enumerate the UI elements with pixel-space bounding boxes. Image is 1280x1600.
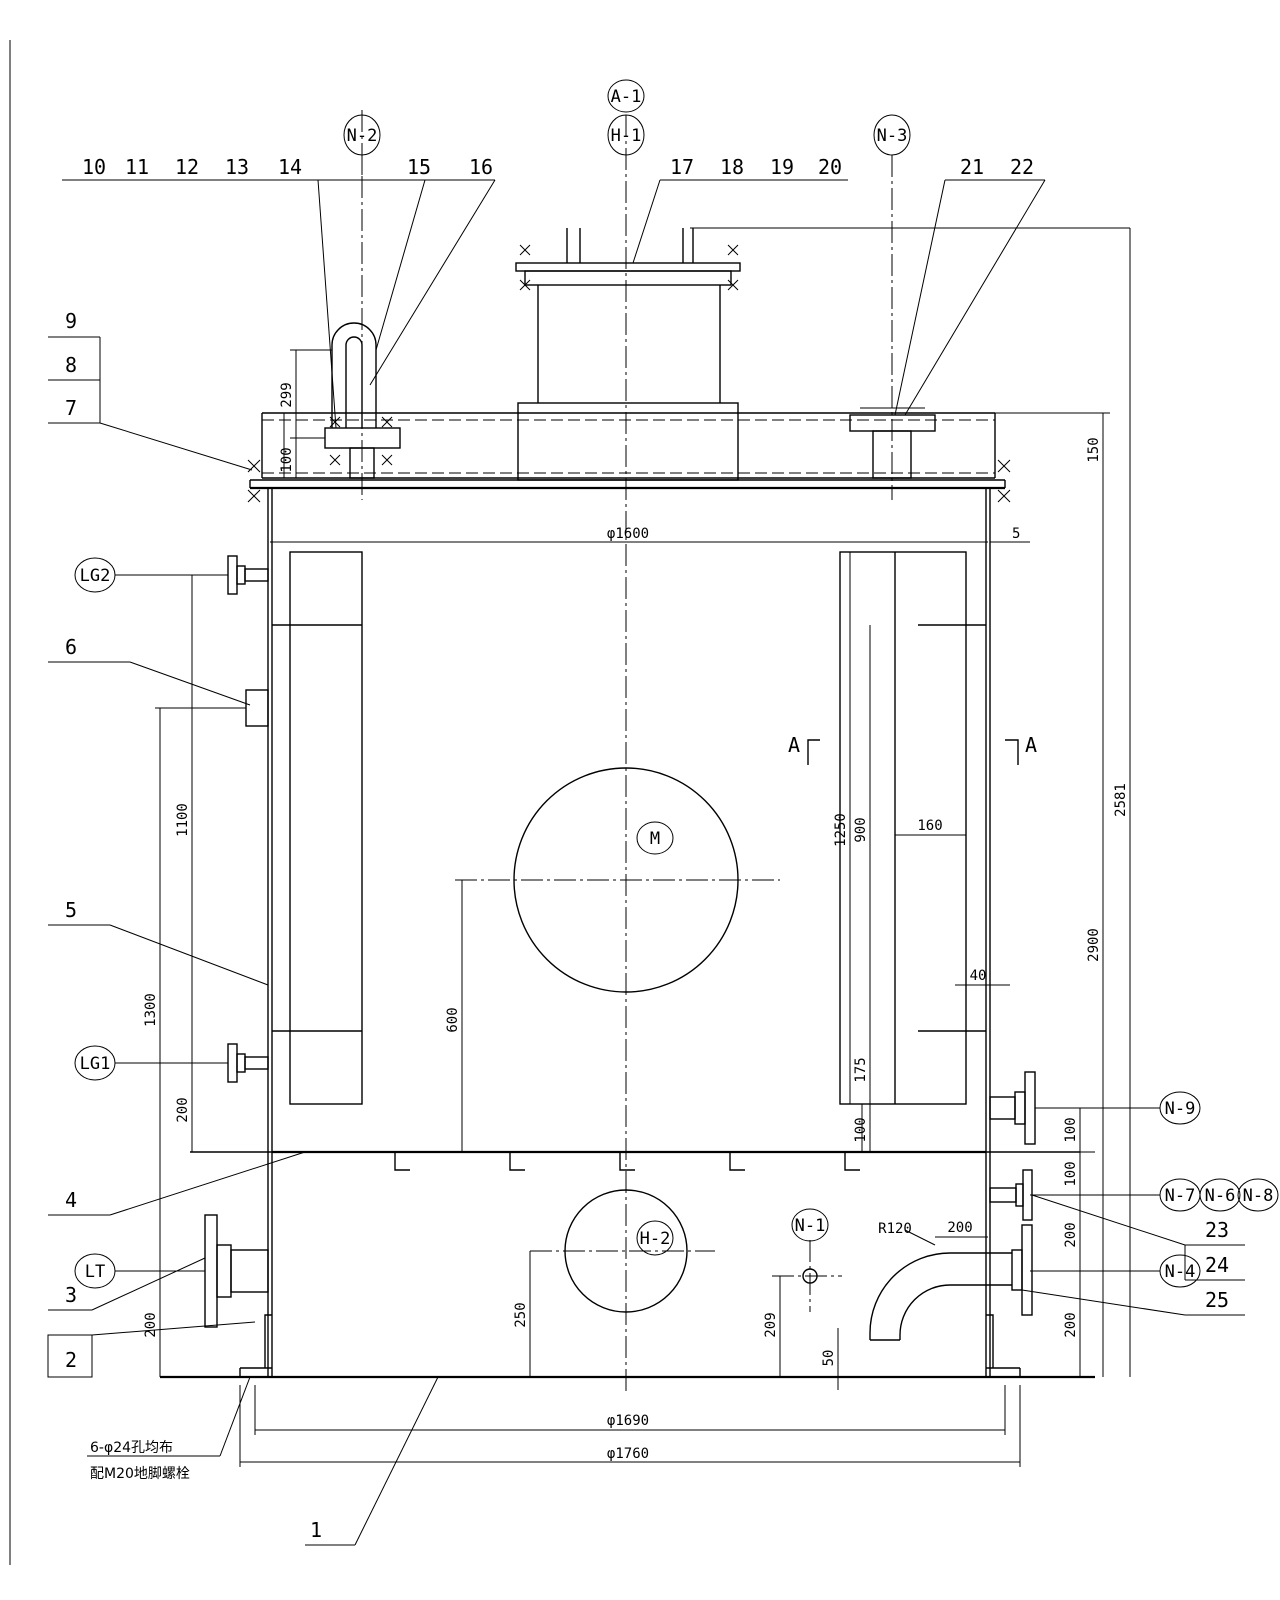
section-marks bbox=[807, 739, 1019, 765]
part-24: 24 bbox=[1205, 1253, 1229, 1277]
tag-a1: A-1 bbox=[611, 87, 642, 107]
partition-stiffeners bbox=[394, 1152, 860, 1171]
top-frame bbox=[247, 412, 1011, 503]
dim-50: 50 bbox=[821, 1350, 837, 1367]
part-2: 2 bbox=[65, 1348, 77, 1372]
coupling-6 bbox=[245, 689, 269, 727]
part-16: 16 bbox=[469, 155, 493, 179]
tag-n2: N-2 bbox=[347, 126, 378, 146]
note-line-2: 配M20地脚螺栓 bbox=[90, 1466, 190, 1482]
part-1: 1 bbox=[310, 1518, 322, 1542]
foundation-note: 6-φ24孔均布 配M20地脚螺栓 bbox=[90, 1440, 190, 1482]
tag-h1: H-1 bbox=[611, 126, 642, 146]
tag-n9: N-9 bbox=[1165, 1099, 1196, 1119]
nozzle-lg2 bbox=[227, 555, 269, 595]
section-a-left: A bbox=[788, 733, 800, 757]
dim-2581: 2581 bbox=[1113, 783, 1129, 817]
dim-209: 209 bbox=[763, 1312, 779, 1337]
nozzle-n1-mark bbox=[802, 1268, 818, 1284]
dim-1300: 1300 bbox=[143, 993, 159, 1027]
part-11: 11 bbox=[125, 155, 149, 179]
nozzle-lt bbox=[204, 1214, 269, 1328]
left-baffle bbox=[272, 551, 363, 1105]
dim-175: 175 bbox=[853, 1057, 869, 1082]
dim-200-right-lower: 200 bbox=[1063, 1312, 1079, 1337]
part-19: 19 bbox=[770, 155, 794, 179]
part-22: 22 bbox=[1010, 155, 1034, 179]
part-5: 5 bbox=[65, 898, 77, 922]
part-20: 20 bbox=[818, 155, 842, 179]
dim-150: 150 bbox=[1086, 437, 1102, 462]
tag-m: M bbox=[650, 829, 660, 849]
tag-lt: LT bbox=[85, 1262, 105, 1282]
part-4: 4 bbox=[65, 1188, 77, 1212]
tag-n3: N-3 bbox=[877, 126, 908, 146]
dimension-labels: φ1600 5 φ1690 φ1760 2581 2900 150 299 10… bbox=[143, 382, 1129, 1462]
part-9: 9 bbox=[65, 309, 77, 333]
part-25: 25 bbox=[1205, 1288, 1229, 1312]
dim-200-bottom-left: 200 bbox=[143, 1312, 159, 1337]
dim-2900: 2900 bbox=[1086, 928, 1102, 962]
leaders bbox=[47, 155, 1245, 1546]
part-23: 23 bbox=[1205, 1218, 1229, 1242]
dim-100-inner: 100 bbox=[853, 1117, 869, 1142]
dim-5: 5 bbox=[1012, 526, 1020, 542]
center-lines bbox=[361, 110, 893, 1395]
dim-100-n9: 100 bbox=[1063, 1117, 1079, 1142]
part-13: 13 bbox=[225, 155, 249, 179]
tag-lg1: LG1 bbox=[80, 1054, 111, 1074]
tag-n6: N-6 bbox=[1205, 1186, 1236, 1206]
tag-circles bbox=[74, 79, 1279, 1289]
part-17: 17 bbox=[670, 155, 694, 179]
shell bbox=[160, 479, 1095, 1379]
tag-n4: N-4 bbox=[1165, 1262, 1196, 1282]
dim-200-left: 200 bbox=[175, 1097, 191, 1122]
dim-1100: 1100 bbox=[175, 803, 191, 837]
dim-r120: R120 bbox=[878, 1221, 912, 1237]
tag-h2: H-2 bbox=[640, 1229, 671, 1249]
part-6: 6 bbox=[65, 635, 77, 659]
dim-250: 250 bbox=[513, 1302, 529, 1327]
tag-lg2: LG2 bbox=[80, 566, 111, 586]
part-15: 15 bbox=[407, 155, 431, 179]
dimension-lines bbox=[155, 228, 1131, 1467]
right-baffle bbox=[839, 551, 986, 1105]
nozzle-tag-labels: A-1 H-1 N-2 N-3 LG2 LG1 LT M H-2 N-1 N-9… bbox=[80, 87, 1274, 1282]
nozzle-n4 bbox=[869, 1224, 1033, 1341]
tag-n8: N-8 bbox=[1243, 1186, 1274, 1206]
part-7: 7 bbox=[65, 396, 77, 420]
section-a-right: A bbox=[1025, 733, 1037, 757]
dim-900: 900 bbox=[853, 817, 869, 842]
tag-n1: N-1 bbox=[795, 1216, 826, 1236]
dim-d1600: φ1600 bbox=[607, 526, 649, 542]
nozzle-lg1 bbox=[227, 1043, 269, 1083]
part-21: 21 bbox=[960, 155, 984, 179]
nozzle-n9 bbox=[989, 1071, 1036, 1145]
part-14: 14 bbox=[278, 155, 302, 179]
top-manhole bbox=[515, 227, 1130, 481]
dim-600: 600 bbox=[445, 1007, 461, 1032]
part-3: 3 bbox=[65, 1283, 77, 1307]
tag-n7: N-7 bbox=[1165, 1186, 1196, 1206]
dim-100-top: 100 bbox=[279, 447, 295, 472]
dim-d1760: φ1760 bbox=[607, 1446, 649, 1462]
dim-100-n7: 100 bbox=[1063, 1161, 1079, 1186]
dim-160: 160 bbox=[917, 818, 942, 834]
dim-1250: 1250 bbox=[833, 813, 849, 847]
dim-200-n4: 200 bbox=[947, 1220, 972, 1236]
part-12: 12 bbox=[175, 155, 199, 179]
dim-d1690: φ1690 bbox=[607, 1413, 649, 1429]
part-8: 8 bbox=[65, 353, 77, 377]
note-line-1: 6-φ24孔均布 bbox=[90, 1440, 173, 1456]
part-18: 18 bbox=[720, 155, 744, 179]
part-10: 10 bbox=[82, 155, 106, 179]
dim-200-right-upper: 200 bbox=[1063, 1222, 1079, 1247]
dim-299: 299 bbox=[279, 382, 295, 407]
dim-40: 40 bbox=[970, 968, 987, 984]
nozzle-n7 bbox=[989, 1169, 1033, 1221]
part-number-labels: 10 11 12 13 14 15 16 17 18 19 20 21 22 9… bbox=[65, 155, 1229, 1542]
